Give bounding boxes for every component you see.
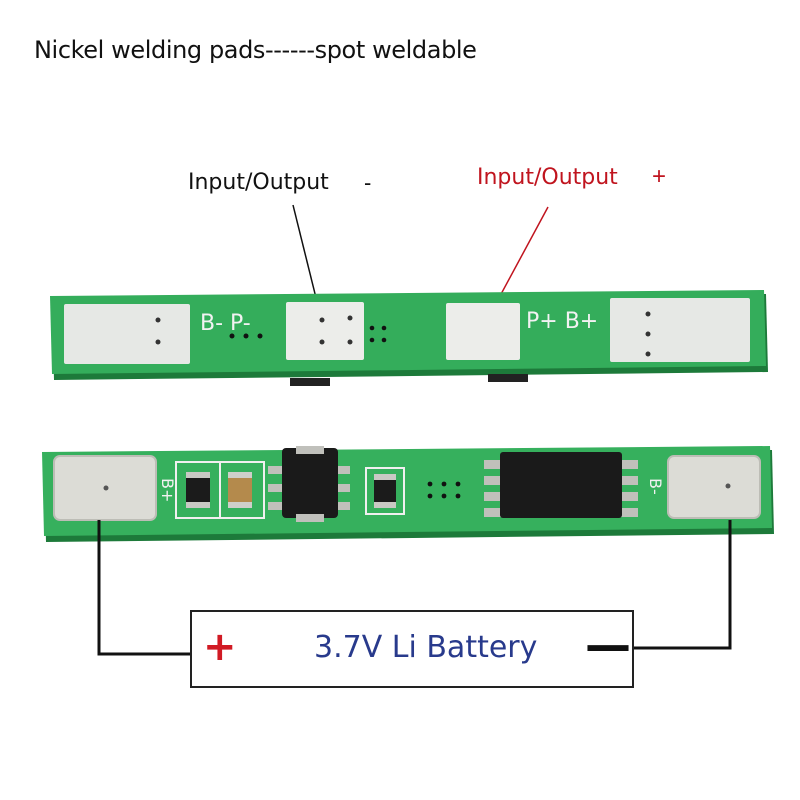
nickel-pad-top-left [64,304,190,364]
label-output-positive: Input/Output [477,165,618,190]
label-output-negative-sign: - [364,170,372,195]
silk-top-left: B- P- [200,311,251,336]
silk-top-right: P+ B+ [526,309,598,334]
battery-label: 3.7V Li Battery [314,630,538,665]
pcb-top-underside-component [290,378,330,386]
nickel-pad-top-right [610,298,750,362]
nickel-pad-top-pplus [446,303,520,360]
battery-minus-sign: — [585,618,631,672]
nickel-pad-top-pminus [286,302,364,360]
label-output-positive-sign: + [652,163,667,190]
silk-bottom-right: B- [646,478,665,495]
pcb-board-bottom: B+ B- [42,446,774,542]
pcb-board-top: B- P- P+ B+ [50,290,768,386]
label-output-negative: Input/Output [188,170,329,195]
wire-negative [632,520,732,650]
smd-resistor-2 [374,474,396,508]
page-title: Nickel welding pads------spot weldable [34,36,477,64]
nickel-pad-bottom-right [667,455,761,519]
battery-box [190,610,634,688]
battery-plus-sign: + [203,624,237,670]
wire-positive [97,520,192,656]
component-outline-resistor [365,467,405,515]
pcb-top-underside-component-2 [488,374,528,382]
chip-sot23 [268,446,350,522]
pcb-top-surface [50,290,766,374]
chip-sop8 [484,452,638,518]
silk-bottom-left: B+ [158,478,177,502]
